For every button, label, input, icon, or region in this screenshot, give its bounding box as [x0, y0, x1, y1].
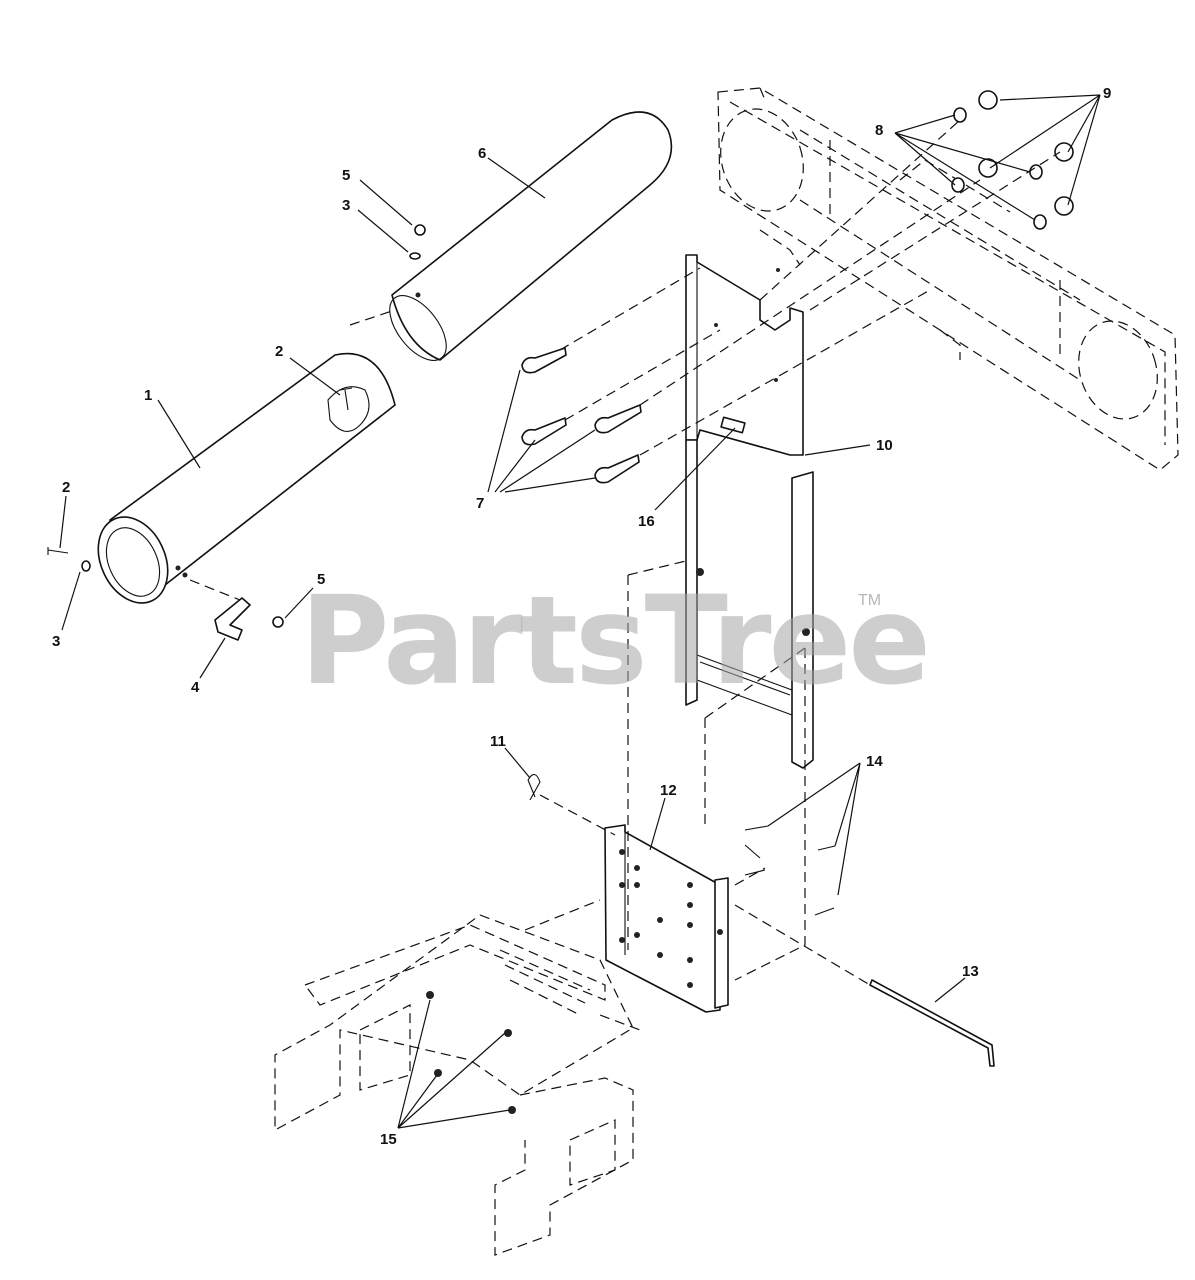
callout-15: 15 [380, 1131, 397, 1148]
watermark-trademark: TM [858, 592, 882, 609]
part-4-clip [214, 597, 251, 641]
callout-6: 6 [478, 145, 486, 162]
callout-12: 12 [660, 782, 677, 799]
callout-9: 9 [1103, 85, 1111, 102]
part-12-mount-plate [604, 824, 729, 1013]
callout-3-end: 3 [52, 633, 60, 650]
callout-11: 11 [490, 733, 506, 750]
part-6-tube-upper [389, 111, 673, 361]
callout-16: 16 [638, 513, 655, 530]
callout-2-tube: 2 [275, 343, 283, 360]
assembly-guide-lines [189, 119, 1061, 1031]
part-1-tube-lower [97, 352, 396, 604]
callout-13: 13 [962, 963, 979, 980]
callout-4: 4 [191, 679, 200, 696]
callout-labels: 1 2 2 3 3 4 5 5 6 7 8 9 10 11 12 13 14 1… [52, 85, 1111, 1148]
callout-5-top: 5 [342, 167, 350, 184]
callout-14: 14 [866, 753, 883, 770]
callout-3-top: 3 [342, 197, 350, 214]
callout-5-clip: 5 [317, 571, 325, 588]
watermark-text: PartsTree [300, 570, 931, 712]
callout-2-end: 2 [62, 479, 70, 496]
callout-10: 10 [876, 437, 893, 454]
hardware-small [47, 90, 1074, 916]
frame-bumper [717, 87, 1179, 471]
callout-7: 7 [476, 495, 484, 512]
part-15-base-assembly [274, 914, 634, 1256]
callout-8: 8 [875, 122, 883, 139]
part-11-hair-pin [527, 773, 541, 801]
part-13-rod [869, 979, 995, 1067]
part-10-upright-bracket [685, 254, 814, 769]
leader-lines [59, 94, 1101, 1129]
callout-1: 1 [144, 387, 152, 404]
